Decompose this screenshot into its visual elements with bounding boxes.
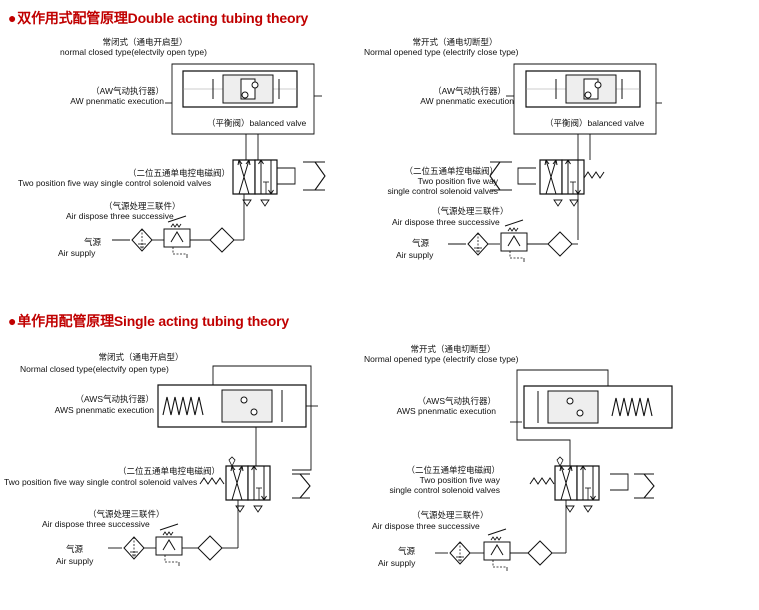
q1-mode-cn: 常闭式（通电开启型） <box>102 37 188 47</box>
q2-air-source-cn: 气源 <box>412 238 430 248</box>
q3-air-source-cn: 气源 <box>66 544 84 554</box>
q4-air-treatment-cn: （气源处理三联件） <box>412 510 489 520</box>
diagram-double-acting-nc <box>112 64 325 259</box>
q2-air-treatment-en: Air dispose three successive <box>392 217 500 227</box>
q3-mode-cn: 常闭式（通电开启型） <box>98 352 184 362</box>
diagram-double-acting-no <box>448 64 662 263</box>
q4-actuator-en: AWS pnenmatic execution <box>396 406 496 416</box>
q2-mode-en: Normal opened type (electrify close type… <box>364 47 519 57</box>
q1-air-treatment-en: Air dispose three successive <box>66 211 174 221</box>
q2-air-treatment-cn: （气源处理三联件） <box>432 206 509 216</box>
q1-air-source-cn: 气源 <box>84 237 102 247</box>
q3-mode-en: Normal closed type(electvify open type) <box>20 364 169 374</box>
q2-actuator-cn: （AW气动执行器） <box>433 86 506 96</box>
q1-balanced-valve: （平衡阀）balanced valve <box>207 118 307 128</box>
q1-actuator-en: AW pnenmatic execution <box>70 96 164 106</box>
q3-solenoid-cn: （二位五通单电控电磁阀） <box>117 466 220 476</box>
q1-solenoid-cn: （二位五通单电控电磁阀） <box>127 168 230 178</box>
q1-solenoid-en: Two position five way single control sol… <box>18 178 212 188</box>
q1-air-supply-en: Air supply <box>58 248 96 258</box>
q1-actuator-cn: （AW气动执行器） <box>91 86 164 96</box>
q4-air-treatment-en: Air dispose three successive <box>372 521 480 531</box>
q4-solenoid-en-line2: single control solenoid valves <box>389 485 500 495</box>
q2-solenoid-en-line1: Two position five way <box>417 176 498 186</box>
q4-mode-cn: 常开式（通电切断型） <box>410 344 496 354</box>
q4-solenoid-en-line1: Two position five way <box>419 475 500 485</box>
q4-mode-en: Normal opened type (electrify close type… <box>364 354 519 364</box>
q2-balanced-valve: （平衡阀）balanced valve <box>545 118 645 128</box>
q3-solenoid-en: Two position five way single control sol… <box>4 477 198 487</box>
q3-actuator-en: AWS pnenmatic execution <box>54 405 154 415</box>
q1-air-treatment-cn: （气源处理三联件） <box>104 201 181 211</box>
q2-solenoid-en-line2: single control solenoid valves <box>387 186 498 196</box>
section-title-double-acting: ●双作用式配管原理Double acting tubing theory <box>8 10 309 26</box>
q3-air-supply-en: Air supply <box>56 556 94 566</box>
q4-solenoid-cn: （二位五通单控电磁阀） <box>406 465 500 475</box>
q2-actuator-en: AW pnenmatic execution <box>420 96 514 106</box>
q2-air-supply-en: Air supply <box>396 250 434 260</box>
q1-mode-en: normal closed type(electvily open type) <box>60 47 207 57</box>
diagram-single-acting-no <box>435 370 672 572</box>
diagram-single-acting-nc <box>108 366 318 567</box>
q4-air-source-cn: 气源 <box>398 546 416 556</box>
q4-air-supply-en: Air supply <box>378 558 416 568</box>
q4-actuator-cn: （AWS气动执行器） <box>417 396 496 406</box>
q2-mode-cn: 常开式（通电切断型） <box>412 37 498 47</box>
section-title-single-acting: ●单作用配管原理Single acting tubing theory <box>8 313 289 329</box>
q3-air-treatment-en: Air dispose three successive <box>42 519 150 529</box>
q3-actuator-cn: （AWS气动执行器） <box>75 394 154 404</box>
q3-air-treatment-cn: （气源处理三联件） <box>88 509 165 519</box>
q2-solenoid-cn: （二位五通单控电磁阀） <box>404 166 498 176</box>
